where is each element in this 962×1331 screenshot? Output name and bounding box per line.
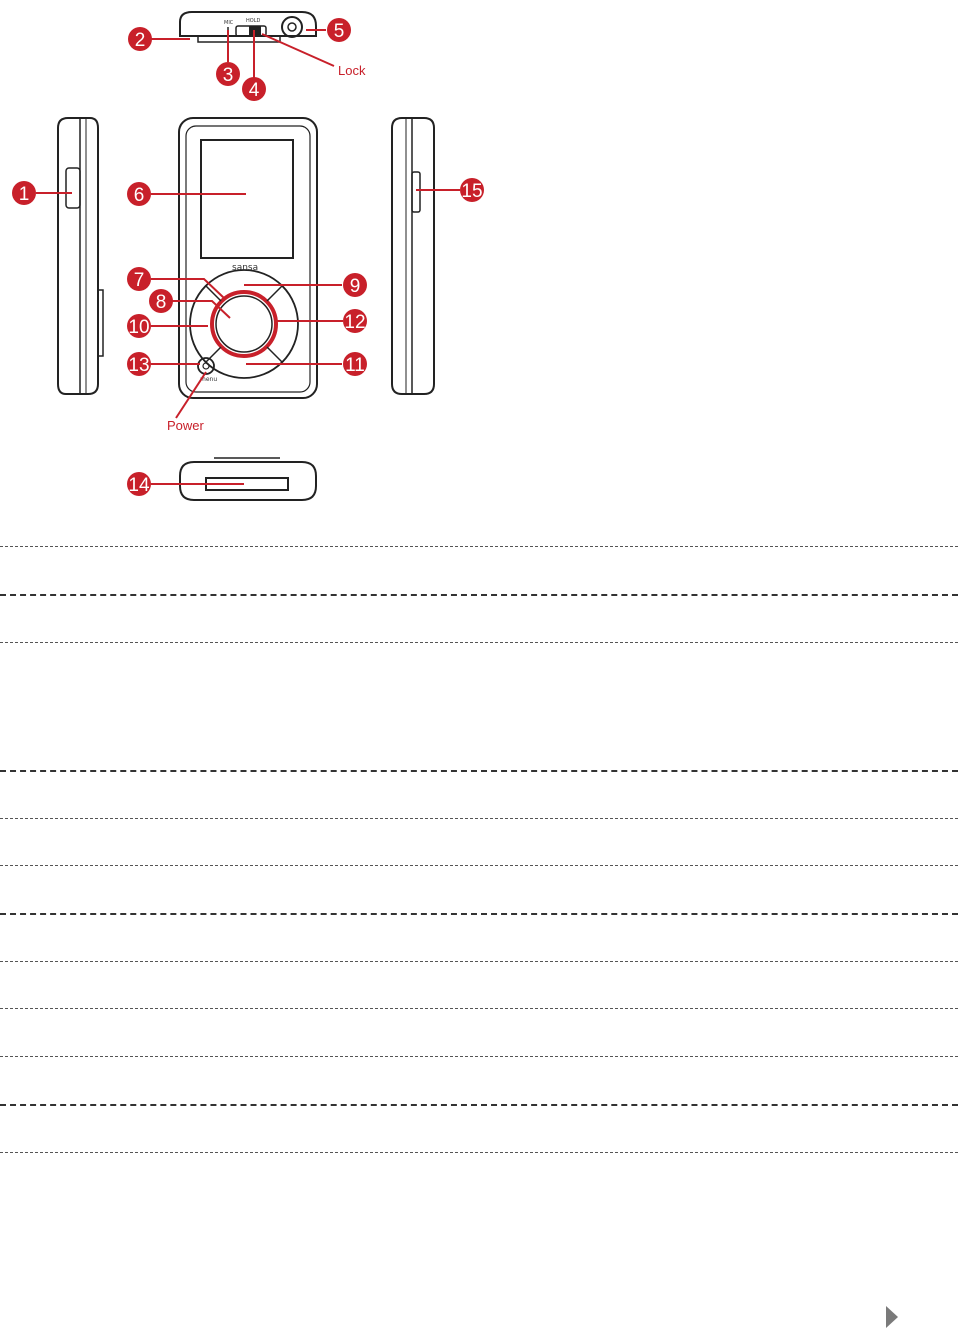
- bottom-view: [179, 457, 317, 501]
- brand-logo: sansa: [232, 263, 258, 273]
- callout-3: 3: [216, 62, 240, 86]
- menu-label: menu: [200, 376, 217, 383]
- divider-line: [0, 1056, 958, 1057]
- callout-10: 10: [127, 314, 151, 338]
- svg-text:9: 9: [350, 276, 361, 297]
- svg-text:3: 3: [223, 65, 234, 86]
- leader-lines: [36, 29, 460, 485]
- svg-text:13: 13: [128, 355, 149, 376]
- front-view: [178, 117, 318, 399]
- divider-line: [0, 961, 958, 962]
- divider-line: [0, 1152, 958, 1153]
- divider-line: [0, 913, 958, 915]
- svg-text:11: 11: [345, 355, 365, 376]
- left-side-view: [57, 117, 104, 395]
- callout-13: 13: [127, 352, 151, 376]
- svg-text:12: 12: [344, 312, 365, 333]
- svg-text:10: 10: [128, 317, 149, 338]
- svg-text:4: 4: [249, 80, 260, 101]
- callout-11: 11: [343, 352, 367, 376]
- right-side-view: [391, 117, 435, 395]
- callout-15: 15: [460, 178, 484, 202]
- callout-6: 6: [127, 182, 151, 206]
- svg-text:1: 1: [19, 184, 30, 205]
- divider-line: [0, 770, 958, 772]
- divider-line: [0, 1008, 958, 1009]
- divider-line: [0, 818, 958, 819]
- hold-label: HOLD: [246, 18, 260, 24]
- device-diagram: MIC HOLD sansa menu: [12, 11, 484, 501]
- callout-8: 8: [149, 289, 173, 313]
- svg-text:7: 7: [134, 270, 145, 291]
- callout-14: 14: [127, 472, 151, 496]
- divider-line: [0, 1104, 958, 1106]
- lock-label: Lock: [338, 63, 366, 78]
- svg-text:6: 6: [134, 185, 145, 206]
- top-view: [179, 11, 317, 43]
- svg-text:14: 14: [128, 475, 150, 496]
- right-triangle-icon[interactable]: [886, 1306, 898, 1328]
- divider-line: [0, 594, 958, 596]
- callout-1: 1: [12, 181, 36, 205]
- callout-12: 12: [343, 309, 367, 333]
- divider-line: [0, 865, 958, 866]
- callout-7: 7: [127, 267, 151, 291]
- svg-text:15: 15: [461, 181, 482, 202]
- callout-9: 9: [343, 273, 367, 297]
- svg-text:8: 8: [156, 292, 167, 313]
- power-label: Power: [167, 418, 205, 433]
- svg-text:2: 2: [135, 30, 146, 51]
- callout-2: 2: [128, 27, 152, 51]
- divider-line: [0, 642, 958, 643]
- svg-text:5: 5: [334, 21, 345, 42]
- divider-line: [0, 546, 958, 547]
- callout-4: 4: [242, 77, 266, 101]
- svg-text:MIC: MIC: [224, 20, 234, 26]
- callout-5: 5: [327, 18, 351, 42]
